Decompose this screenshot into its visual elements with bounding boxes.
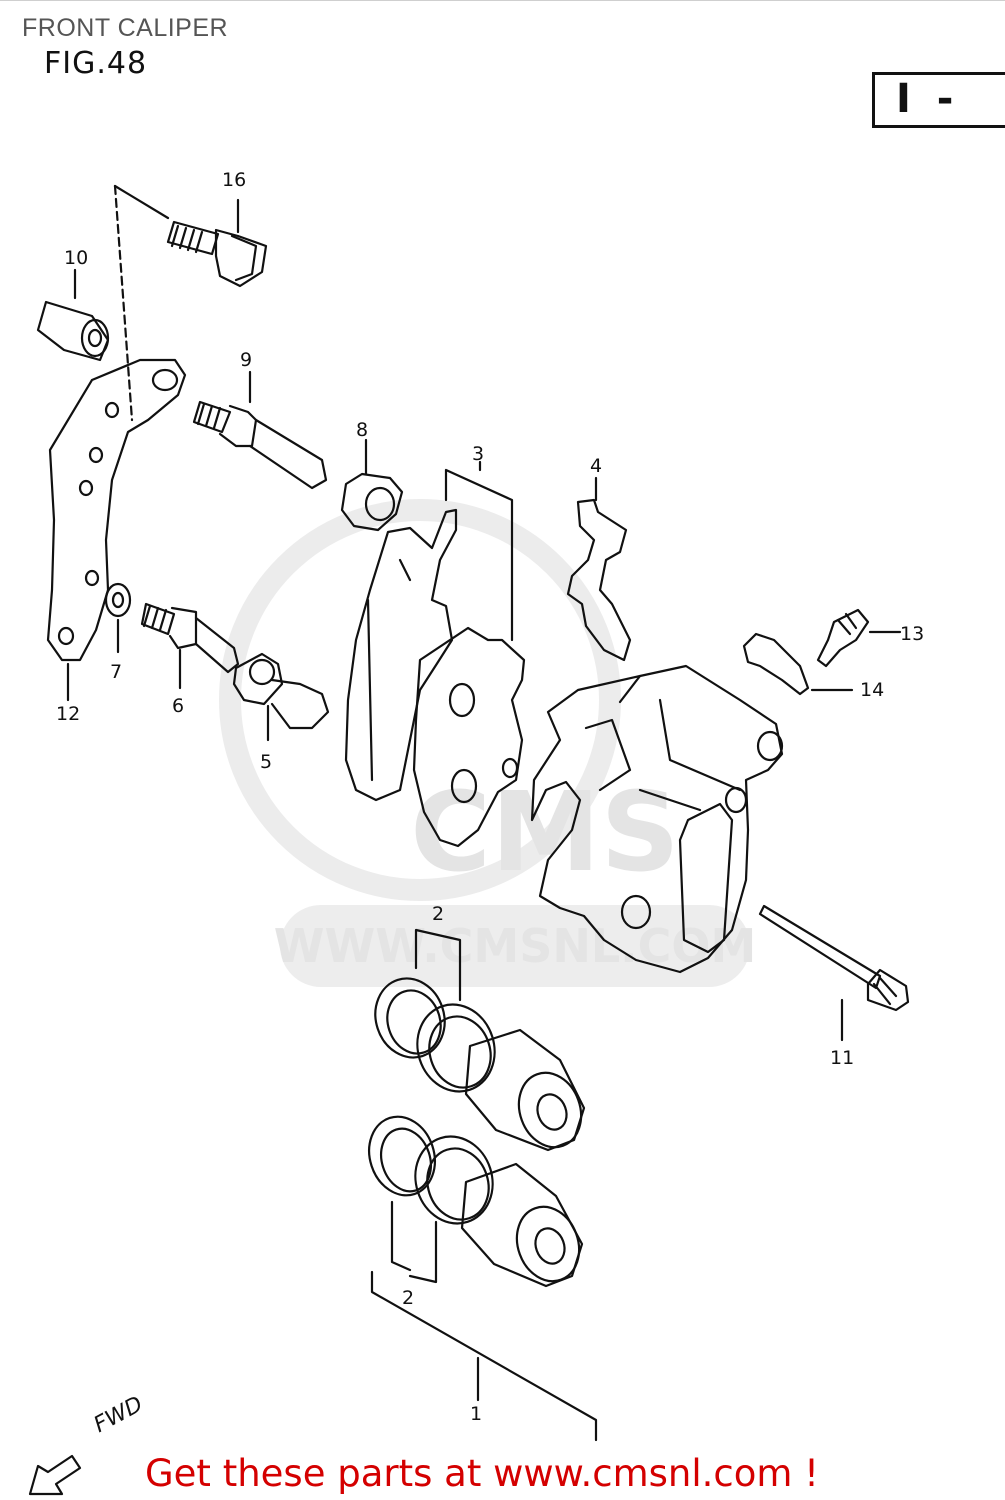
part-2-piston-seals-lower [368,1115,494,1284]
leader-16 [113,184,170,220]
callout-7: 7 [110,661,122,683]
watermark: WWW.CMSNL.COM CMS [219,499,757,987]
part-12-bracket [46,358,187,702]
part-10-collar [36,268,110,362]
part-5-slide-pin [232,652,330,742]
part-8-boot [340,438,404,532]
part-13-bleeder-valve [816,608,902,668]
callout-3: 3 [472,443,484,465]
top-rule [0,0,1005,1]
section-marker-box [872,72,1005,128]
part-16-bolt [166,198,268,288]
callout-9: 9 [240,349,252,371]
callout-14: 14 [860,679,884,701]
part-3-brake-pads [344,460,526,848]
callout-6: 6 [172,695,184,717]
section-marker: I - [896,76,960,122]
caliper-body [530,664,784,974]
page-title: FRONT CALIPER [22,14,229,42]
part-4-pad-spring [566,476,632,662]
callout-13: 13 [900,623,924,645]
cta-link[interactable]: Get these parts at www.cmsnl.com ! [145,1452,820,1495]
callout-labels: 16 10 9 8 3 4 13 14 7 6 12 5 2 11 2 1 [56,169,924,1425]
callout-5: 5 [260,751,272,773]
part-14-bleeder-cap [742,632,854,696]
part-11-caliper-pin [758,904,910,1042]
watermark-text: WWW.CMSNL.COM [274,919,757,973]
callout-11: 11 [830,1047,854,1069]
callout-10: 10 [64,247,88,269]
callout-2-upper: 2 [432,903,444,925]
leader-16-dash [113,184,134,422]
part-6-bolt [140,602,240,690]
callout-12: 12 [56,703,80,725]
callout-4: 4 [590,455,602,477]
callout-8: 8 [356,419,368,441]
callout-1: 1 [470,1403,482,1425]
part-7-washer [104,582,132,654]
part-2-piston-seals-upper [374,928,496,1093]
figure-number: FIG.48 [44,46,148,81]
piston-lower [460,1162,584,1288]
callout-2-lower: 2 [402,1287,414,1309]
piston-upper [464,1028,586,1152]
callout-16: 16 [222,169,246,191]
assembly-bracket-1 [370,1270,598,1442]
part-9-pin [192,370,328,490]
fwd-arrow-icon [28,1454,82,1496]
